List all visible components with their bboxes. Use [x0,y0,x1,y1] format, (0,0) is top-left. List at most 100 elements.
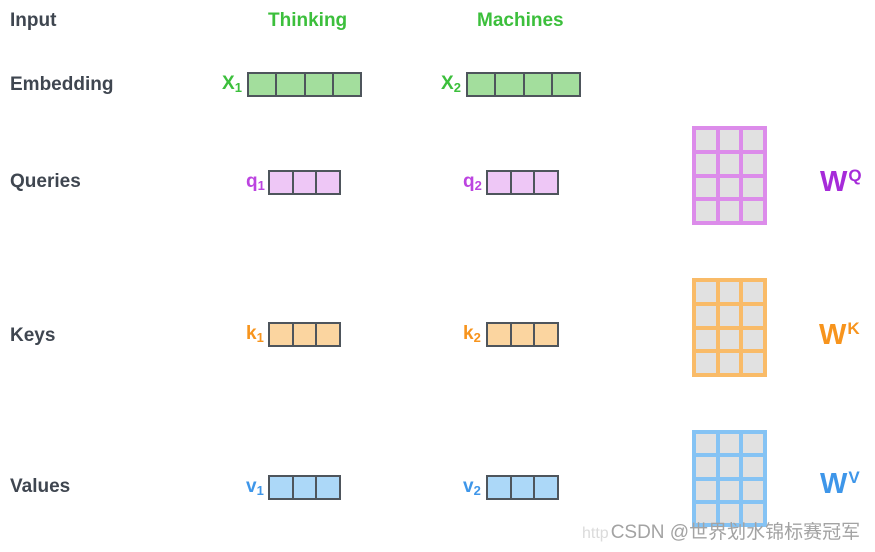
vector-label-base: k [463,323,474,344]
watermark-text: CSDN @世界划水锦标赛冠军 [610,522,861,543]
vector-v1 [268,475,341,500]
vector-cell [293,172,318,193]
matrix-cell [696,457,716,477]
row-label-input: Input [10,10,57,31]
matrix-cell [696,353,716,373]
vector-cell [496,74,525,95]
vector-label-v2: v2 [463,476,481,499]
matrix-cell [719,480,740,500]
vector-label-base: v [246,476,257,497]
vector-label-base: X [222,73,235,94]
vector-cell [293,477,318,498]
vector-label-sub: 2 [453,80,461,95]
matrix-cell [696,130,716,150]
vector-cell [488,172,512,193]
vector-cell [511,172,536,193]
vector-label-base: X [441,73,454,94]
matrix-cell [743,201,763,221]
matrix-cell [719,329,740,350]
vector-cell [317,477,340,498]
vector-x1 [247,72,362,97]
vector-x2 [466,72,581,97]
matrix-cell [696,201,716,221]
matrix-cell [743,329,763,350]
vector-cell [535,324,558,345]
vector-cell [333,74,360,95]
vector-label-sub: 2 [473,483,481,498]
vector-label-k1: k1 [246,323,264,346]
token-machines: Machines [477,10,564,31]
vector-cell [511,324,536,345]
matrix-wk [692,278,767,377]
vector-cell [317,324,340,345]
matrix-label-sup: V [848,468,860,487]
matrix-cell [743,177,763,198]
vector-cell [270,477,294,498]
matrix-cell [719,177,740,198]
vector-cell [277,74,306,95]
vector-label-v1: v1 [246,476,264,499]
matrix-cell [719,353,740,373]
matrix-cell [719,201,740,221]
vector-q1 [268,170,341,195]
vector-label-base: q [246,171,258,192]
vector-cell [488,324,512,345]
vector-cell [317,172,340,193]
matrix-cell [719,305,740,326]
matrix-cell [696,305,716,326]
vector-cell [270,324,294,345]
matrix-cell [719,503,740,523]
matrix-cell [719,457,740,477]
vector-label-sub: 1 [257,178,265,193]
matrix-label-sup: Q [848,166,862,185]
vector-cell [468,74,497,95]
vector-label-sub: 1 [234,80,242,95]
matrix-label-wk: WK [819,320,860,350]
vector-label-x2: X2 [441,73,461,96]
matrix-cell [743,130,763,150]
matrix-cell [743,305,763,326]
vector-label-sub: 2 [474,178,482,193]
matrix-cell [696,153,716,174]
vector-v2 [486,475,559,500]
matrix-cell [696,480,716,500]
matrix-label-wv: WV [820,469,860,499]
matrix-cell [743,282,763,302]
vector-label-x1: X1 [222,73,242,96]
matrix-cell [696,503,716,523]
row-label-embedding: Embedding [10,74,114,95]
matrix-cell [743,480,763,500]
vector-k2 [486,322,559,347]
vector-label-q1: q1 [246,171,265,194]
vector-label-sub: 1 [256,483,264,498]
matrix-cell [743,353,763,373]
matrix-wv [692,430,767,527]
vector-label-k2: k2 [463,323,481,346]
watermark-ghost-text: http [582,525,609,542]
matrix-cell [743,457,763,477]
vector-label-sub: 1 [256,330,264,345]
vector-label-base: v [463,476,474,497]
row-label-values: Values [10,476,71,497]
row-label-queries: Queries [10,171,81,192]
matrix-cell [719,434,740,454]
matrix-label-wq: WQ [820,167,862,197]
vector-label-base: k [246,323,257,344]
vector-cell [552,74,579,95]
row-label-keys: Keys [10,325,56,346]
matrix-label-base: W [820,166,848,198]
vector-label-base: q [463,171,475,192]
vector-cell [249,74,278,95]
vector-q2 [486,170,559,195]
matrix-label-sup: K [847,319,860,338]
matrix-cell [743,153,763,174]
matrix-label-base: W [820,468,848,500]
matrix-wq [692,126,767,225]
vector-k1 [268,322,341,347]
vector-cell [535,477,558,498]
vector-label-q2: q2 [463,171,482,194]
vector-cell [293,324,318,345]
vector-cell [305,74,334,95]
